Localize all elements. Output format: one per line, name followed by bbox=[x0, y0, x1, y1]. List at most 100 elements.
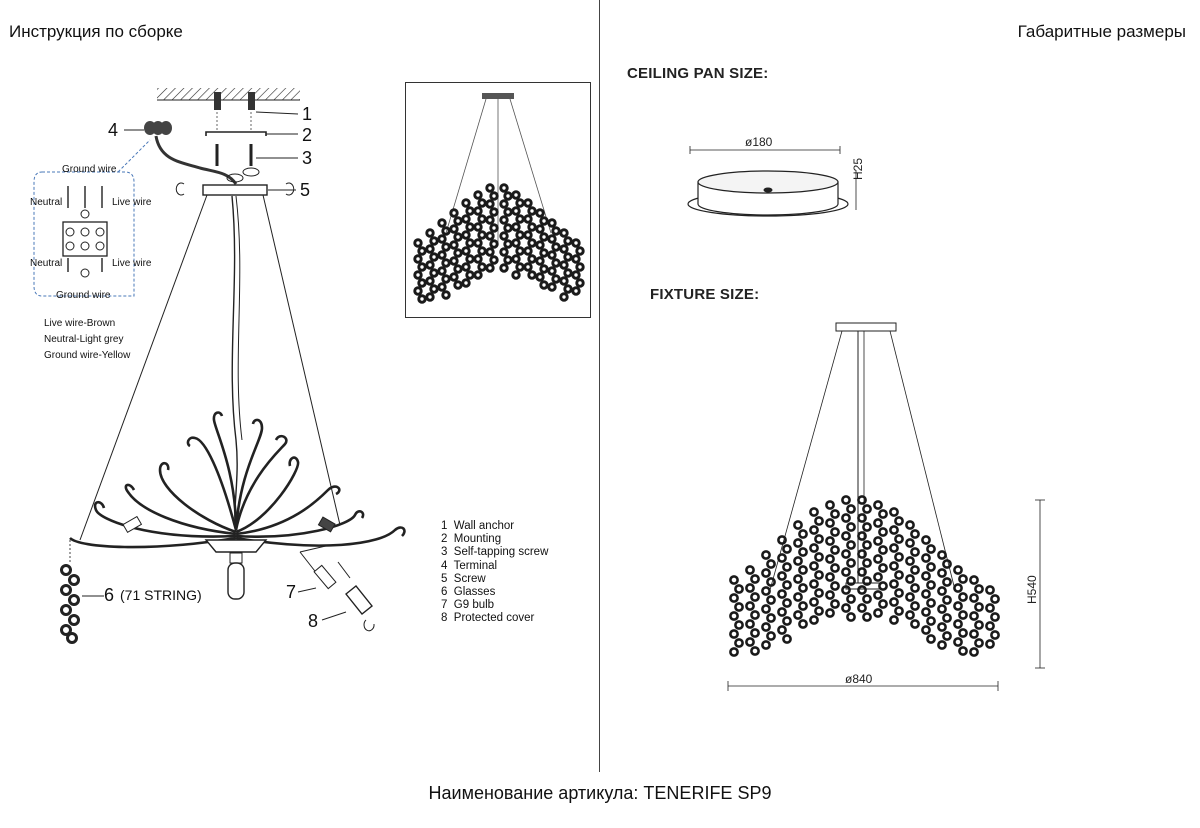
crystal bbox=[511, 206, 521, 216]
crystal-string-icon bbox=[60, 564, 80, 644]
crystal bbox=[461, 262, 471, 272]
crystal bbox=[449, 272, 459, 282]
dimensions-diagram: ø180 H25 ø840 H540 bbox=[687, 135, 1045, 691]
crystal bbox=[841, 603, 851, 613]
crystal bbox=[575, 262, 585, 272]
crystal bbox=[862, 504, 872, 514]
crystal bbox=[825, 554, 835, 564]
legend-item: 8 Protected cover bbox=[441, 612, 535, 625]
crystal bbox=[937, 640, 947, 650]
crystal bbox=[841, 549, 851, 559]
crystal bbox=[527, 206, 537, 216]
crystal bbox=[857, 495, 867, 505]
crystal bbox=[825, 536, 835, 546]
crystal bbox=[750, 574, 760, 584]
crystal bbox=[862, 576, 872, 586]
crystal bbox=[798, 547, 808, 557]
fixture-diameter-label: ø840 bbox=[845, 672, 873, 686]
crystal bbox=[539, 248, 549, 258]
crystal bbox=[429, 268, 439, 278]
crystal bbox=[547, 218, 557, 228]
crystal bbox=[417, 246, 427, 256]
crystal bbox=[417, 294, 427, 304]
crystal bbox=[926, 598, 936, 608]
crystal bbox=[814, 516, 824, 526]
crystal bbox=[798, 619, 808, 629]
crystal bbox=[846, 504, 856, 514]
crystal bbox=[559, 276, 569, 286]
crystal bbox=[878, 527, 888, 537]
crystal bbox=[571, 286, 581, 296]
crystal bbox=[449, 256, 459, 266]
crystal bbox=[846, 522, 856, 532]
crystal bbox=[921, 625, 931, 635]
ground-wire-label-bottom: Ground wire bbox=[56, 290, 111, 301]
crystal bbox=[437, 234, 447, 244]
crystal bbox=[809, 615, 819, 625]
crystal bbox=[974, 602, 984, 612]
crystal bbox=[766, 613, 776, 623]
neutral-label-bottom: Neutral bbox=[30, 258, 63, 269]
crystal bbox=[559, 244, 569, 254]
callout-5: 5 bbox=[300, 180, 311, 200]
crystal bbox=[499, 263, 509, 273]
crystal bbox=[814, 606, 824, 616]
crystal bbox=[750, 646, 760, 656]
crystal bbox=[453, 264, 463, 274]
crystal bbox=[830, 527, 840, 537]
crystal bbox=[814, 570, 824, 580]
crystal bbox=[750, 610, 760, 620]
crystal bbox=[969, 629, 979, 639]
crystal bbox=[441, 258, 451, 268]
crystal bbox=[551, 242, 561, 252]
ground-wire-label-top: Ground wire bbox=[62, 164, 117, 175]
crystal bbox=[793, 610, 803, 620]
crystal bbox=[777, 535, 787, 545]
crystal bbox=[559, 228, 569, 238]
crystal bbox=[535, 208, 545, 218]
crystal bbox=[750, 592, 760, 602]
crystal bbox=[809, 543, 819, 553]
crystal bbox=[958, 646, 968, 656]
crystal bbox=[575, 278, 585, 288]
crystal bbox=[873, 590, 883, 600]
crystal bbox=[937, 586, 947, 596]
crystal bbox=[830, 599, 840, 609]
crystal bbox=[889, 561, 899, 571]
crystal bbox=[910, 583, 920, 593]
assembly-heading: Инструкция по сборке bbox=[9, 22, 183, 41]
legend-item: 7 G9 bulb bbox=[441, 599, 495, 612]
crystal bbox=[425, 292, 435, 302]
fixture-size-label: FIXTURE SIZE: bbox=[650, 286, 760, 303]
crystal bbox=[417, 278, 427, 288]
crystal bbox=[489, 223, 499, 233]
crystal bbox=[489, 191, 499, 201]
crystal bbox=[777, 589, 787, 599]
crystal bbox=[453, 280, 463, 290]
crystal bbox=[793, 556, 803, 566]
crystal bbox=[745, 583, 755, 593]
crystal bbox=[441, 290, 451, 300]
crystal bbox=[499, 231, 509, 241]
crystal bbox=[830, 563, 840, 573]
crystal bbox=[990, 630, 1000, 640]
callout-6-note: (71 STRING) bbox=[120, 587, 202, 603]
crystal bbox=[745, 601, 755, 611]
crystal bbox=[894, 534, 904, 544]
legend-item: 2 Mounting bbox=[441, 533, 502, 546]
crystal bbox=[477, 214, 487, 224]
live-wire-label-top: Live wire bbox=[112, 197, 152, 208]
crystal bbox=[942, 613, 952, 623]
crystal bbox=[761, 550, 771, 560]
crystal bbox=[905, 592, 915, 602]
crystal bbox=[571, 270, 581, 280]
assembly-diagram bbox=[33, 88, 406, 644]
article-name: Наименование артикула: TENERIFE SP9 bbox=[428, 783, 772, 803]
crystal bbox=[825, 608, 835, 618]
crystal bbox=[453, 216, 463, 226]
crystal bbox=[926, 562, 936, 572]
crystal bbox=[846, 576, 856, 586]
crystal bbox=[745, 637, 755, 647]
crystal bbox=[857, 549, 867, 559]
crystal bbox=[777, 553, 787, 563]
